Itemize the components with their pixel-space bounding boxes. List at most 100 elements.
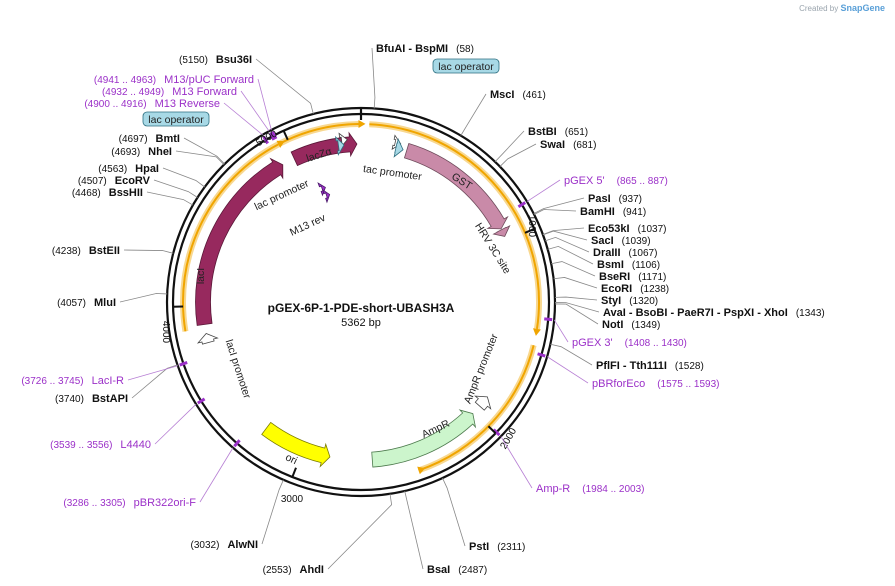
enzyme-name: BamHI	[580, 206, 615, 218]
enzyme-position: (1528)	[675, 361, 704, 372]
lac-operator-block	[393, 137, 404, 158]
enzyme-label: AvaI - BsoBI - PaeR7I - PspXI - XhoI(134…	[603, 307, 825, 319]
primer-position: (1408 .. 1430)	[625, 338, 687, 349]
primer-site-mark	[268, 132, 276, 141]
enzyme-position: (651)	[565, 127, 588, 138]
primer-name: pGEX 5'	[564, 175, 605, 187]
primer-position: (3286 .. 3305)	[63, 498, 125, 509]
primer-site-mark	[517, 201, 527, 209]
enzyme-leader-line	[533, 197, 585, 215]
enzyme-leader-line	[550, 343, 593, 366]
enzyme-name: EcoRI	[601, 283, 632, 295]
enzyme-label: (4468)BssHII	[72, 187, 143, 199]
enzyme-leader-line	[494, 130, 525, 163]
primer-leader-line	[500, 436, 533, 489]
primer-name: L4440	[120, 439, 151, 451]
credit-prefix: Created by	[799, 4, 839, 13]
enzyme-leader-line	[499, 143, 537, 167]
enzyme-leader-line	[146, 191, 194, 206]
primer-leader-line	[199, 447, 234, 503]
enzyme-position: (2487)	[458, 565, 487, 576]
enzyme-name: BsmI	[597, 259, 624, 271]
enzyme-name: MluI	[94, 297, 116, 309]
enzyme-label: StyI (1320)	[601, 295, 658, 307]
enzyme-label: BseRI(1171)	[599, 271, 666, 283]
primer-label: (4900 .. 4916) M13 Reverse	[84, 98, 220, 110]
enzyme-position: (4693)	[111, 147, 140, 158]
enzyme-position: (1320)	[629, 296, 658, 307]
m13rev-arrow	[322, 188, 331, 204]
snapgene-logo: SnapGene	[840, 3, 885, 13]
enzyme-label: BstBI(651)	[528, 126, 588, 138]
enzyme-position: (4697)	[119, 134, 148, 145]
enzyme-leader-line	[542, 230, 588, 241]
primer-site-mark	[197, 397, 206, 405]
primer-site-mark	[270, 131, 278, 140]
plasmid-name: pGEX-6P-1-PDE-short-UBASH3A	[268, 301, 455, 315]
laci-orf-arc	[182, 143, 279, 332]
orf-arrowhead	[358, 120, 366, 129]
enzyme-position: (2311)	[497, 542, 525, 553]
enzyme-name: SacI	[591, 235, 614, 247]
gst-orf-arc	[369, 123, 540, 330]
enzyme-label: (4238)BstEII	[52, 245, 120, 257]
primer-position: (3539 .. 3556)	[50, 440, 112, 451]
primer-label: pGEX 3' (1408 .. 1430)	[572, 337, 687, 349]
tick-mark	[291, 467, 297, 478]
orf-arrowhead	[533, 328, 541, 336]
enzyme-leader-line	[442, 477, 466, 547]
lac-operator-block	[335, 135, 345, 156]
enzyme-leader-line	[551, 261, 596, 277]
orf-arrowhead	[417, 466, 426, 475]
enzyme-label: BsaI(2487)	[427, 564, 487, 576]
primer-leader-line	[240, 90, 270, 132]
primer-label: (4932 .. 4949)M13 Forward	[102, 86, 237, 98]
enzyme-name: NotI	[602, 319, 623, 331]
primer-site-mark	[492, 428, 501, 437]
enzyme-leader-line	[119, 293, 168, 303]
enzyme-name: BfuAI - BspMI	[376, 43, 448, 55]
enzyme-position: (461)	[522, 90, 545, 101]
enzyme-name: AhdI	[300, 564, 324, 576]
primer-name: M13/pUC Forward	[164, 74, 254, 86]
m13-rev-label: M13 rev	[288, 212, 328, 239]
enzyme-label: PasI(937)	[588, 193, 642, 205]
enzyme-leader-line	[175, 150, 225, 165]
primer-name: M13 Reverse	[155, 98, 220, 110]
enzyme-position: (5150)	[179, 55, 208, 66]
enzyme-name: PasI	[588, 193, 611, 205]
enzyme-name: EcoRV	[115, 175, 151, 187]
primer-leader-line	[257, 78, 272, 131]
enzyme-position: (1037)	[638, 224, 667, 235]
primer-position: (4932 .. 4949)	[102, 87, 164, 98]
laci-feature	[195, 157, 284, 326]
enzyme-label: (4563) HpaI	[98, 163, 159, 175]
enzyme-position: (1171)	[638, 272, 666, 283]
lac-operator-badge	[432, 58, 500, 74]
enzyme-leader-line	[404, 490, 424, 570]
enzyme-leader-line	[327, 493, 393, 570]
enzyme-name: AlwNI	[227, 539, 258, 551]
enzyme-label: NotI(1349)	[602, 319, 660, 331]
enzyme-position: (4563)	[98, 164, 127, 175]
primer-name: pGEX 3'	[572, 337, 613, 349]
enzyme-position: (2553)	[263, 565, 292, 576]
orf-arrowhead	[276, 140, 285, 148]
enzyme-name: HpaI	[135, 163, 159, 175]
enzyme-leader-line	[554, 303, 599, 325]
enzyme-position: (58)	[456, 44, 474, 55]
enzyme-label: DraIII(1067)	[593, 247, 657, 259]
enzyme-label: EcoRI(1238)	[601, 283, 669, 295]
primer-site-mark	[544, 317, 553, 322]
enzyme-name: MscI	[490, 89, 514, 101]
enzyme-label: BfuAI - BspMI (58)	[376, 43, 474, 55]
enzyme-name: StyI	[601, 295, 621, 307]
enzyme-leader-line	[162, 167, 205, 188]
primer-position: (4900 .. 4916)	[84, 99, 146, 110]
primer-label: (3539 .. 3556) L4440	[50, 439, 151, 451]
primer-position: (1575 .. 1593)	[657, 379, 719, 390]
enzyme-leader-line	[261, 479, 284, 545]
primer-leader-line	[223, 102, 263, 136]
enzyme-label: (4507)EcoRV	[78, 175, 151, 187]
ori-feature	[261, 421, 331, 468]
